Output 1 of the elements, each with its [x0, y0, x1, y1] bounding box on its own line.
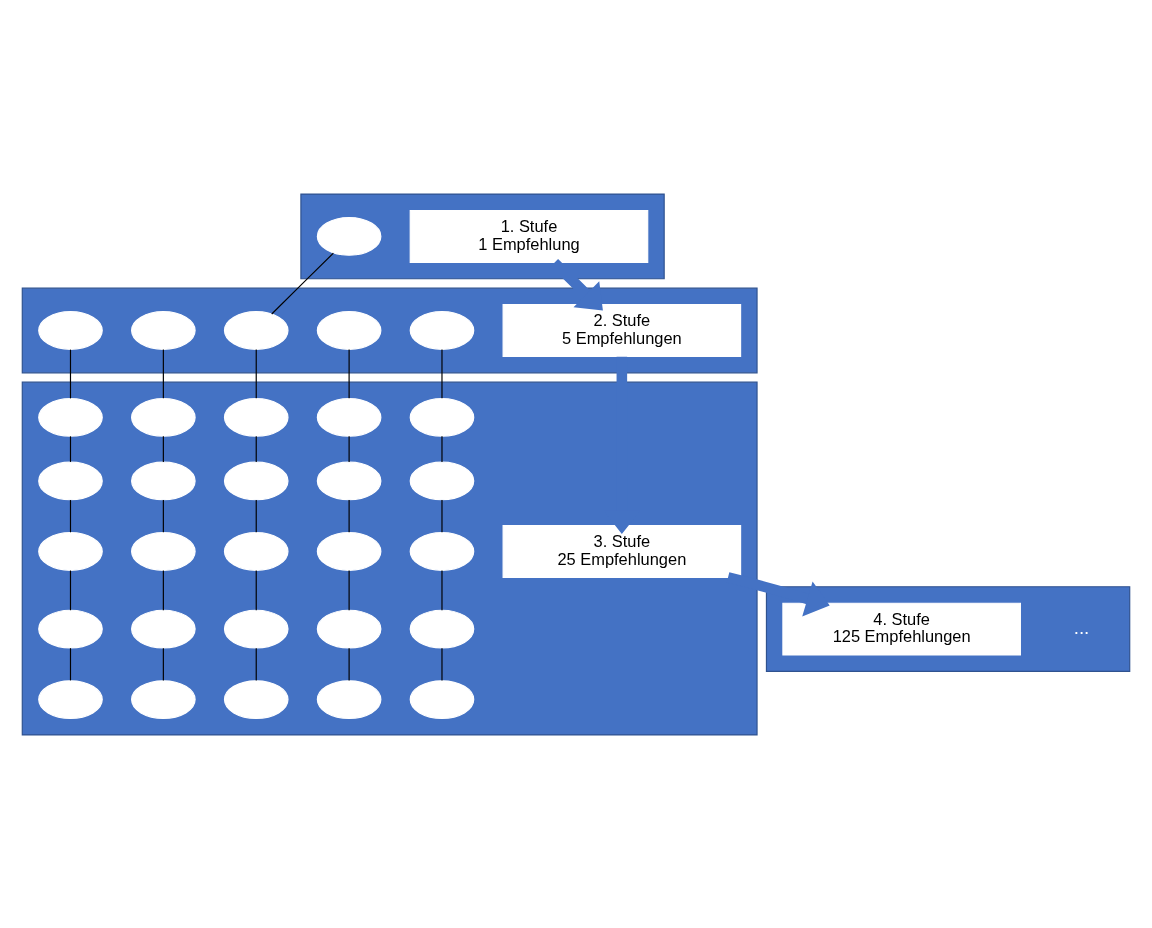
node-text: ... — [1073, 616, 1090, 638]
